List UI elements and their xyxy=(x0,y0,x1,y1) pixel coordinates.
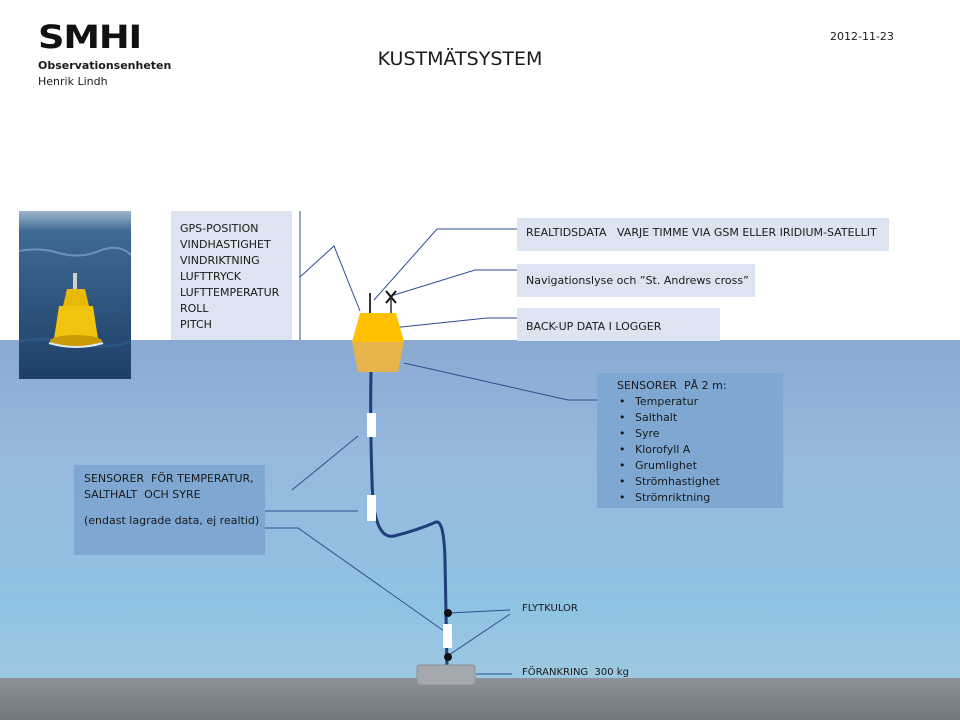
surface-sensor-item: VINDHASTIGHET xyxy=(180,238,271,251)
surface-sensor-item: GPS-POSITION xyxy=(180,222,259,235)
sensor-2m-item: Syre xyxy=(617,426,775,442)
sensor-2m-item: Temperatur xyxy=(617,394,775,410)
connector-deep-1 xyxy=(291,435,359,491)
sensor-2m-item: Salthalt xyxy=(617,410,775,426)
sensor-2m-item: Strömhastighet xyxy=(617,474,775,490)
backup-box: BACK-UP DATA I LOGGER xyxy=(517,308,720,341)
realtime-box: REALTIDSDATA VARJE TIMME VIA GSM ELLER I… xyxy=(517,218,889,251)
realtime-text: REALTIDSDATA VARJE TIMME VIA GSM ELLER I… xyxy=(526,226,877,239)
mooring-cable xyxy=(369,371,449,669)
sensors-2m-title: SENSORER PÅ 2 m: xyxy=(617,379,727,392)
connector-float-2 xyxy=(448,613,511,656)
smhi-logo: SMHI xyxy=(38,18,142,56)
connector-lines xyxy=(265,228,597,675)
connector-float-1 xyxy=(448,609,511,614)
anchor-block xyxy=(416,664,476,686)
connector-backup xyxy=(381,317,517,330)
cable-sensor-2m xyxy=(367,413,376,437)
floats-label: FLYTKULOR xyxy=(522,603,578,614)
buoy-top xyxy=(352,313,404,342)
surface-sensor-item: LUFTTEMPERATUR xyxy=(180,286,280,299)
connector-navigation xyxy=(393,269,517,296)
surface-sensors-box: GPS-POSITION VINDHASTIGHET VINDRIKTNING … xyxy=(171,211,292,340)
surface-sensor-item: PITCH xyxy=(180,318,212,331)
date: 2012-11-23 xyxy=(830,30,894,43)
anchor-label: FÖRANKRING 300 kg xyxy=(522,667,629,678)
float-ball-lower xyxy=(444,653,452,661)
sea-bed xyxy=(0,678,960,720)
cable-sensor-bottom xyxy=(443,624,452,648)
author-name: Henrik Lindh xyxy=(38,75,108,88)
page-title: KUSTMÄTSYSTEM xyxy=(377,48,543,70)
connector-realtime xyxy=(373,228,517,301)
org-name: Observationsenheten xyxy=(38,59,172,72)
deep-sensors-line2: SALTHALT OCH SYRE xyxy=(84,488,201,501)
navigation-box: Navigationslyse och ”St. Andrews cross” xyxy=(517,264,755,297)
deep-sensors-box: SENSORER FÖR TEMPERATUR, SALTHALT OCH SY… xyxy=(74,465,265,555)
buoy-photo xyxy=(19,211,131,379)
backup-text: BACK-UP DATA I LOGGER xyxy=(526,320,662,333)
connector-deep-3 xyxy=(265,527,445,632)
sensor-2m-item: Klorofyll A xyxy=(617,442,775,458)
sensor-2m-item: Strömriktning xyxy=(617,490,775,506)
sensor-2m-item: Grumlighet xyxy=(617,458,775,474)
surface-sensor-item: VINDRIKTNING xyxy=(180,254,260,267)
connector-surface-sensors xyxy=(299,245,361,312)
surface-sensor-item: ROLL xyxy=(180,302,209,315)
connector-sensors-2m xyxy=(403,362,597,401)
deep-sensors-note: (endast lagrade data, ej realtid) xyxy=(84,514,260,527)
sensors-2m-box: SENSORER PÅ 2 m: Temperatur Salthalt Syr… xyxy=(597,373,783,508)
cable-sensor-deep xyxy=(367,495,376,521)
navigation-text: Navigationslyse och ”St. Andrews cross” xyxy=(526,274,749,287)
deep-sensors-line1: SENSORER FÖR TEMPERATUR, xyxy=(84,472,254,485)
float-ball-upper xyxy=(444,609,452,617)
surface-sensor-item: LUFTTRYCK xyxy=(180,270,241,283)
buoy-bottom xyxy=(352,342,404,372)
